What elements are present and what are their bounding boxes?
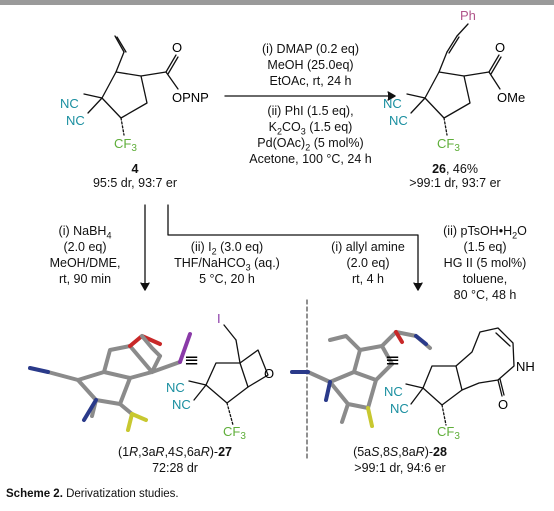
left-cond-2: (2.0 eq) xyxy=(63,240,107,254)
top-cond-2: MeOH (25.0eq) xyxy=(267,58,354,72)
nc-label: NC xyxy=(383,96,402,111)
arrow-top-head xyxy=(387,91,396,101)
opnp-label: OPNP xyxy=(172,90,209,105)
right-cond-i-2: (2.0 eq) xyxy=(346,256,390,270)
compound-26-label: 26, 46% xyxy=(432,162,478,176)
nc-label: NC xyxy=(172,397,191,412)
compound-28-name: (5aS,8S,8aR)-28 xyxy=(353,445,447,459)
compound-4-ratio: 95:5 dr, 93:7 er xyxy=(92,176,178,190)
left-cond-1: (i) NaBH4 xyxy=(58,224,112,241)
model-28 xyxy=(290,330,432,428)
o-label: O xyxy=(172,40,182,55)
mid-cond-3: 5 °C, 20 h xyxy=(199,272,255,286)
compound-4-structure xyxy=(83,35,179,136)
iodine-label: I xyxy=(217,311,221,326)
scheme-caption: Scheme 2. Derivatization studies. xyxy=(6,488,179,500)
ph-label: Ph xyxy=(460,8,476,23)
nc-label: NC xyxy=(60,96,79,111)
compound-28-ratio: >99:1 dr, 94:6 er xyxy=(354,461,446,475)
o-label: O xyxy=(498,397,508,412)
compound-4-id: 4 xyxy=(131,162,139,176)
nc-label: NC xyxy=(384,384,403,399)
compound-28-structure xyxy=(405,327,515,426)
mid-cond-2: THF/NaHCO3 (aq.) xyxy=(174,256,280,273)
top-cond-7: Acetone, 100 °C, 24 h xyxy=(249,152,372,166)
top-cond-6: Pd(OAc)2 (5 mol%) xyxy=(257,136,364,153)
cf3-label: CF3 xyxy=(114,136,137,154)
top-cond-4: (ii) PhI (1.5 eq), xyxy=(267,104,354,118)
compound-26-ratio: >99:1 dr, 93:7 er xyxy=(409,176,501,190)
top-rule xyxy=(0,0,554,5)
nh-label: NH xyxy=(516,359,535,374)
equiv-symbol: ≡ xyxy=(385,350,400,371)
nc-label: NC xyxy=(390,401,409,416)
right-cond-ii-1: (ii) pTsOH•H2O xyxy=(443,224,527,241)
cf3-label: CF3 xyxy=(437,424,460,442)
right-cond-i-1: (i) allyl amine xyxy=(331,240,405,254)
arrow-left-head xyxy=(140,282,150,291)
top-cond-1: (i) DMAP (0.2 eq) xyxy=(261,42,359,56)
compound-27-ratio: 72:28 dr xyxy=(152,461,198,475)
right-cond-ii-2: (1.5 eq) xyxy=(463,240,507,254)
compound-27-name: (1R,3aR,4S,6aR)-27 xyxy=(117,445,232,459)
right-cond-ii-4: toluene, xyxy=(462,272,508,286)
compound-27-structure xyxy=(188,324,269,426)
mid-cond-1: (ii) I2 (3.0 eq) xyxy=(190,240,264,257)
nc-label: NC xyxy=(389,113,408,128)
cf3-label: CF3 xyxy=(437,136,460,154)
equiv-symbol: ≡ xyxy=(184,350,199,371)
nc-label: NC xyxy=(66,113,85,128)
left-cond-4: rt, 90 min xyxy=(58,272,112,286)
top-cond-5: K2CO3 (1.5 eq) xyxy=(268,120,353,137)
right-cond-i-3: rt, 4 h xyxy=(352,272,384,286)
cf3-label: CF3 xyxy=(223,424,246,442)
nc-label: NC xyxy=(166,380,185,395)
o-label: O xyxy=(264,366,274,381)
arrow-right xyxy=(167,204,419,291)
o-label: O xyxy=(495,40,505,55)
top-cond-3: EtOAc, rt, 24 h xyxy=(269,74,352,88)
compound-26-structure xyxy=(406,23,502,136)
model-27 xyxy=(28,332,192,432)
right-cond-ii-5: 80 °C, 48 h xyxy=(453,288,517,302)
left-cond-3: MeOH/DME, xyxy=(49,256,121,270)
ome-label: OMe xyxy=(497,90,525,105)
arrow-right-head xyxy=(413,282,423,291)
right-cond-ii-3: HG II (5 mol%) xyxy=(443,256,527,270)
